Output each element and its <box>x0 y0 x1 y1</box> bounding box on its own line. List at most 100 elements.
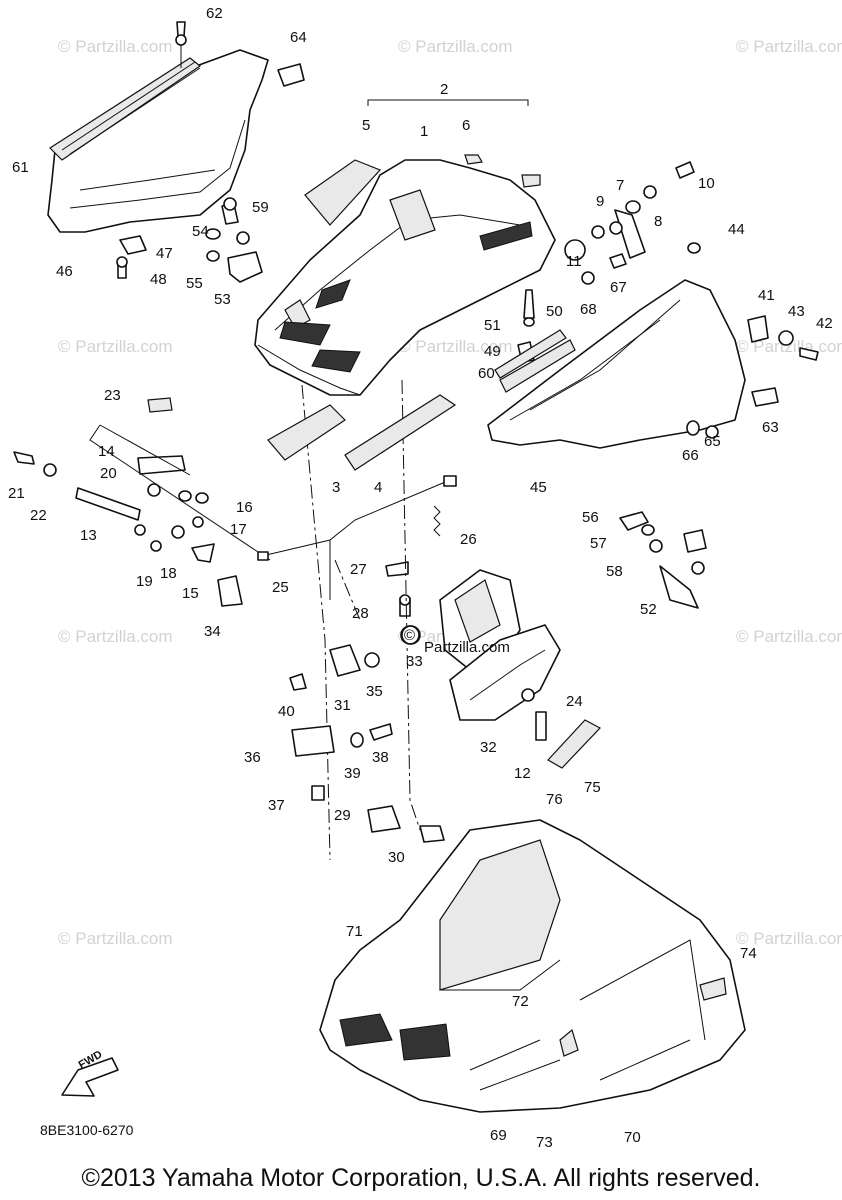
callout-22: 22 <box>30 507 47 524</box>
callout-69: 69 <box>490 1127 507 1144</box>
watermark-4: © Partzilla.com <box>58 337 173 356</box>
drawing-code: 8BE3100-6270 <box>40 1122 134 1138</box>
lower-shroud <box>319 819 746 1113</box>
callout-12: 12 <box>514 765 531 782</box>
assembly-lines <box>301 379 421 861</box>
watermark-2: © Partzilla.com <box>398 37 513 56</box>
callout-18: 18 <box>160 565 177 582</box>
callout-51: 51 <box>484 317 501 334</box>
callout-54: 54 <box>192 223 209 240</box>
svg-text:©: © <box>404 627 415 644</box>
callout-37: 37 <box>268 797 285 814</box>
center-watermark: © Partzilla.com <box>401 625 510 656</box>
callout-4: 4 <box>374 479 382 496</box>
callout-9: 9 <box>596 193 604 210</box>
watermark-12: © Partzilla.com <box>736 929 842 948</box>
watermark-7: © Partzilla.com <box>58 627 173 646</box>
callout-5: 5 <box>362 117 370 134</box>
callout-70: 70 <box>624 1129 641 1146</box>
callout-10: 10 <box>698 175 715 192</box>
callout-33: 33 <box>406 653 423 670</box>
callout-60: 60 <box>478 365 495 382</box>
callout-3: 3 <box>332 479 340 496</box>
watermark-3: © Partzilla.com <box>736 37 842 56</box>
callout-39: 39 <box>344 765 361 782</box>
callout-6: 6 <box>462 117 470 134</box>
callout-41: 41 <box>758 287 775 304</box>
callout-72: 72 <box>512 993 529 1010</box>
watermark-10: © Partzilla.com <box>58 929 173 948</box>
callout-65: 65 <box>704 433 721 450</box>
callout-19: 19 <box>136 573 153 590</box>
callout-16: 16 <box>236 499 253 516</box>
windshield-assembly <box>47 21 305 283</box>
callout-8: 8 <box>654 213 662 230</box>
callout-59: 59 <box>252 199 269 216</box>
callout-52: 52 <box>640 601 657 618</box>
callout-38: 38 <box>372 749 389 766</box>
callout-56: 56 <box>582 509 599 526</box>
callout-24: 24 <box>566 693 583 710</box>
watermark-5: © Partzilla.com <box>398 337 513 356</box>
callout-15: 15 <box>182 585 199 602</box>
callout-50: 50 <box>546 303 563 320</box>
callout-76: 76 <box>546 791 563 808</box>
latch-parts <box>13 397 271 607</box>
air-duct-assembly <box>439 569 601 769</box>
forward-arrow-icon <box>61 1057 119 1097</box>
callout-31: 31 <box>334 697 351 714</box>
callout-57: 57 <box>590 535 607 552</box>
copyright-notice: ©2013 Yamaha Motor Corporation, U.S.A. A… <box>81 1164 761 1192</box>
callout-63: 63 <box>762 419 779 436</box>
center-watermark-text: Partzilla.com <box>424 639 510 656</box>
callout-66: 66 <box>682 447 699 464</box>
callout-71: 71 <box>346 923 363 940</box>
callout-17: 17 <box>230 521 247 538</box>
callout-35: 35 <box>366 683 383 700</box>
callout-43: 43 <box>788 303 805 320</box>
callout-36: 36 <box>244 749 261 766</box>
callout-29: 29 <box>334 807 351 824</box>
callout-23: 23 <box>104 387 121 404</box>
callout-32: 32 <box>480 739 497 756</box>
callout-14: 14 <box>98 443 115 460</box>
callout-53: 53 <box>214 291 231 308</box>
callout-25: 25 <box>272 579 289 596</box>
callout-73: 73 <box>536 1134 553 1151</box>
callout-47: 47 <box>156 245 173 262</box>
callout-58: 58 <box>606 563 623 580</box>
callout-27: 27 <box>350 561 367 578</box>
callout-28: 28 <box>352 605 369 622</box>
callout-49: 49 <box>484 343 501 360</box>
callout-55: 55 <box>186 275 203 292</box>
callout-7: 7 <box>616 177 624 194</box>
callout-64: 64 <box>290 29 307 46</box>
lower-mount-parts <box>267 394 457 843</box>
callout-13: 13 <box>80 527 97 544</box>
callout-44: 44 <box>728 221 745 238</box>
callout-34: 34 <box>204 623 221 640</box>
callout-40: 40 <box>278 703 295 720</box>
watermark-1: © Partzilla.com <box>58 37 173 56</box>
right-bracket-parts <box>619 511 707 609</box>
callout-2: 2 <box>440 81 448 98</box>
callout-67: 67 <box>610 279 627 296</box>
hood-assembly <box>254 99 556 396</box>
callout-30: 30 <box>388 849 405 866</box>
callout-11: 11 <box>566 253 582 270</box>
callout-62: 62 <box>206 5 223 22</box>
cable-assembly <box>257 475 457 617</box>
callout-46: 46 <box>56 263 73 280</box>
hinge-parts <box>494 161 695 379</box>
callout-42: 42 <box>816 315 833 332</box>
side-panel-assembly <box>487 242 819 449</box>
callout-20: 20 <box>100 465 117 482</box>
callout-74: 74 <box>740 945 757 962</box>
callout-48: 48 <box>150 271 167 288</box>
callout-1: 1 <box>420 123 428 140</box>
callout-26: 26 <box>460 531 477 548</box>
callout-61: 61 <box>12 159 29 176</box>
callout-68: 68 <box>580 301 597 318</box>
